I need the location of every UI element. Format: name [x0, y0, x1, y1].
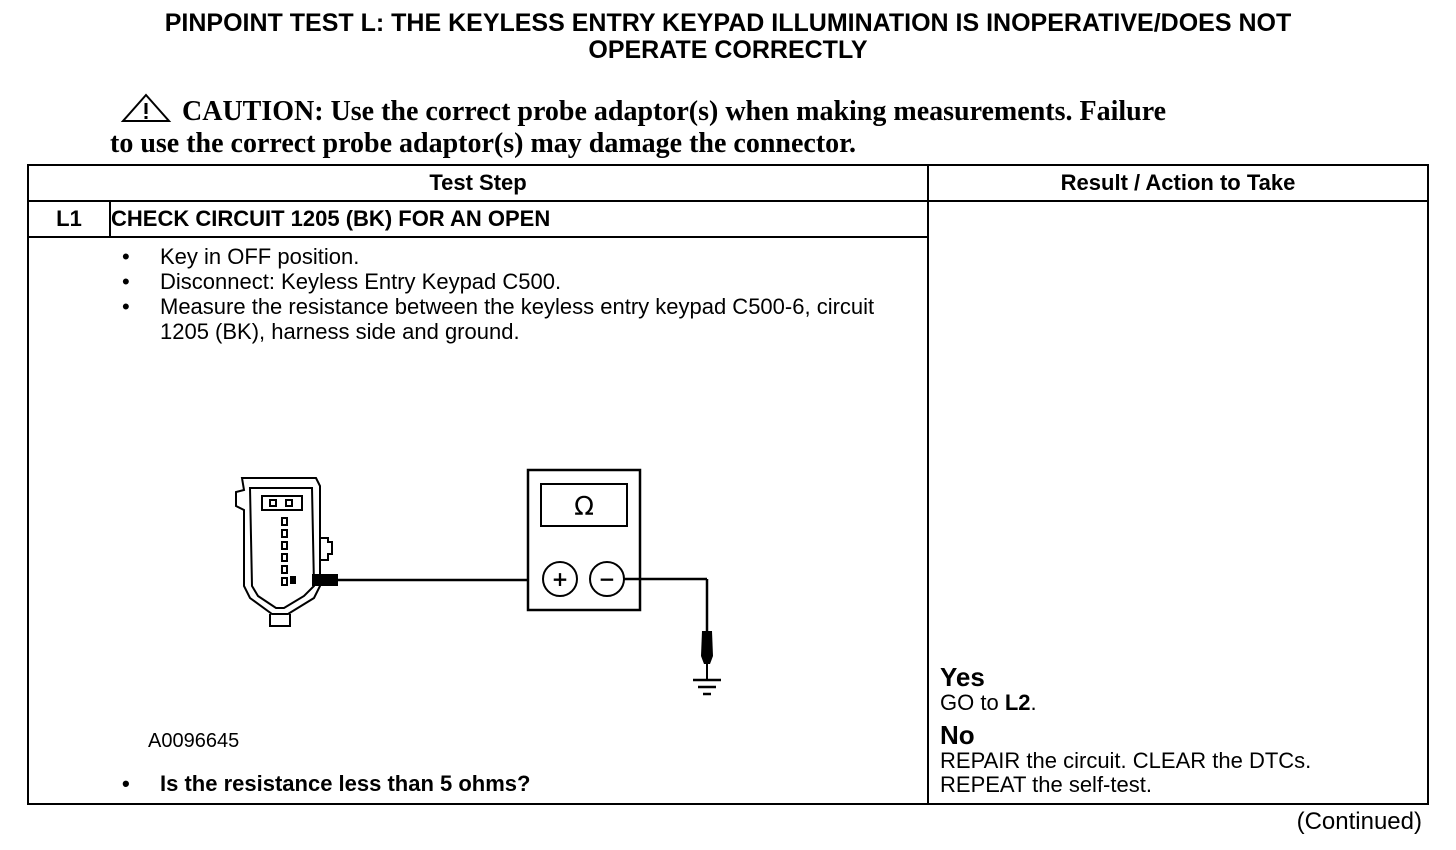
title-line-2: OPERATE CORRECTLY [588, 36, 868, 64]
yes-target-step: L2 [1004, 690, 1031, 715]
figure-id: A0096645 [148, 730, 240, 752]
continued-note: (Continued) [1296, 808, 1422, 835]
caution-note: CAUTION: Use the correct probe adaptor(s… [110, 92, 1310, 160]
result-yes: Yes GO to L2. [940, 663, 1311, 715]
ohmmeter-icon [526, 468, 709, 631]
no-action-line-2: REPEAT the self-test. [940, 772, 1152, 797]
meter-plus-terminal: + [552, 567, 569, 591]
test-question: Is the resistance less than 5 ohms? [122, 771, 530, 797]
result-cell: Yes GO to L2. No REPAIR the circuit. CLE… [927, 200, 1430, 805]
page-title: PINPOINT TEST L: THE KEYLESS ENTRY KEYPA… [0, 10, 1456, 64]
yes-label: Yes [940, 662, 985, 692]
step-id: L1 [27, 200, 111, 238]
yes-action: GO to L2. [940, 690, 1037, 715]
result-no: No REPAIR the circuit. CLEAR the DTCs. R… [940, 721, 1311, 797]
caution-label: CAUTION: [182, 96, 324, 127]
caution-text-line-1: Use the correct probe adaptor(s) when ma… [330, 96, 1167, 127]
step-bullet-1: Key in OFF position. [122, 244, 882, 269]
measurement-diagram: Ω + − [204, 466, 734, 716]
meter-display-symbol: Ω [574, 492, 594, 522]
wiring-illustration: Ω + − [235, 468, 721, 696]
probe-lead-pin-6 [290, 574, 542, 586]
step-title: CHECK CIRCUIT 1205 (BK) FOR AN OPEN [108, 200, 930, 238]
step-bullet-3: Measure the resistance between the keyle… [122, 294, 882, 344]
header-test-step: Test Step [26, 164, 930, 202]
warning-triangle-icon [120, 92, 172, 124]
ground-symbol-icon [693, 631, 721, 696]
step-bullets: Key in OFF position. Disconnect: Keyless… [122, 244, 882, 344]
no-action-line-1: REPAIR the circuit. CLEAR the DTCs. [940, 748, 1312, 773]
header-result-action: Result / Action to Take [927, 164, 1430, 202]
step-body: Key in OFF position. Disconnect: Keyless… [26, 236, 930, 805]
step-bullet-2: Disconnect: Keyless Entry Keypad C500. [122, 269, 882, 294]
result-list: Yes GO to L2. No REPAIR the circuit. CLE… [940, 663, 1311, 797]
pinpoint-test-table: Test Step Result / Action to Take L1 CHE… [26, 164, 1430, 805]
title-line-1: PINPOINT TEST L: THE KEYLESS ENTRY KEYPA… [164, 9, 1292, 37]
caution-text-line-2: to use the correct probe adaptor(s) may … [110, 128, 857, 159]
connector-c500-icon [235, 477, 333, 627]
meter-minus-terminal: − [599, 567, 616, 591]
no-label: No [940, 720, 975, 750]
